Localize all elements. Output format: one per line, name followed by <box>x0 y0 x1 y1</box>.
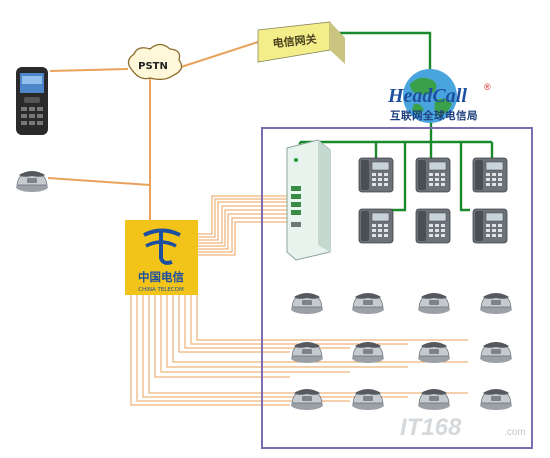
headcall-reg: ® <box>484 82 491 92</box>
telecom-en-label: CHINA TELECOM <box>138 287 184 293</box>
pstn-label: PSTN <box>138 61 168 72</box>
desk-phone-icon <box>479 292 513 315</box>
desk-phone-icon <box>290 292 324 315</box>
desk-phone-icon <box>351 388 385 411</box>
watermark-main: IT168 <box>400 414 462 441</box>
desk-phone-icon <box>417 341 451 364</box>
desk-phone-icon <box>290 388 324 411</box>
pstn-links <box>47 41 259 222</box>
home-phone-icon <box>15 170 49 193</box>
desk-phone-icon <box>417 292 451 315</box>
desk-phone-icon <box>351 292 385 315</box>
china-telecom-logo <box>125 220 198 295</box>
ip-phone-icon <box>472 157 508 193</box>
voip-links <box>298 31 494 212</box>
headcall-brand: HeadCall <box>387 85 467 107</box>
desk-phone-icon <box>290 341 324 364</box>
gateway-label: 电信网关 <box>272 32 317 51</box>
globe-icon <box>403 69 457 123</box>
watermark-sub: .com <box>504 427 526 438</box>
telecom-cn-label: 中国电信 <box>138 270 184 284</box>
desk-phone-icon <box>479 341 513 364</box>
ip-phone-icon <box>358 208 394 244</box>
ip-phone-icon <box>472 208 508 244</box>
ip-phone-icon <box>415 157 451 193</box>
mobile-phone-icon <box>16 67 48 135</box>
desk-phone-icon <box>417 388 451 411</box>
gateway-device <box>257 21 345 64</box>
ip-phone-icon <box>415 208 451 244</box>
desk-phone-icon <box>479 388 513 411</box>
cloud-icon <box>127 43 183 81</box>
office-boundary-box <box>261 127 533 449</box>
headcall-subtitle: 互联网全球电信局 <box>390 109 478 122</box>
desk-phone-icon <box>351 341 385 364</box>
router-device-icon <box>286 139 331 261</box>
ip-phone-icon <box>358 157 394 193</box>
